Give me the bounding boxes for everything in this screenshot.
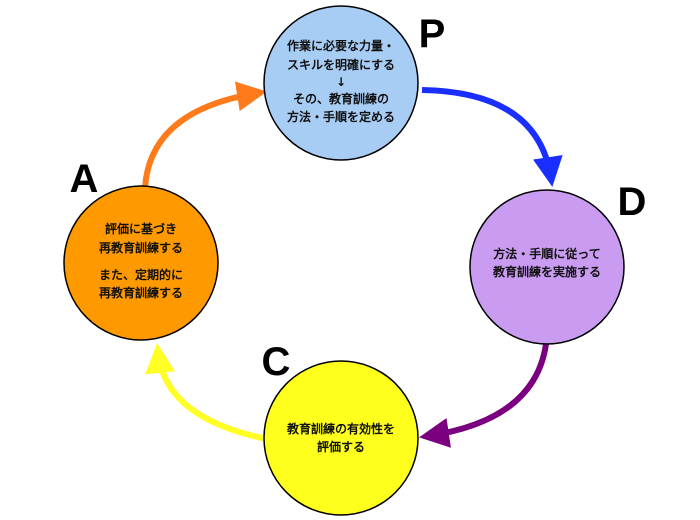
- plan-text-line: スキルを明確にする: [287, 57, 395, 72]
- act-text-line: 再教育訓練する: [99, 285, 183, 300]
- do-text-line: 教育訓練を実施する: [492, 264, 601, 279]
- check-text-line: 教育訓練の有効性を: [286, 421, 395, 436]
- check-circle: [263, 360, 419, 516]
- act-text-line: 再教育訓練する: [99, 240, 183, 255]
- do-circle: [469, 189, 625, 345]
- arrow-do-to-check: [419, 343, 549, 448]
- do-text-line: 方法・手順に従って: [493, 246, 600, 261]
- check-letter: C: [262, 340, 291, 384]
- plan-text-line: 方法・手順を定める: [287, 109, 395, 124]
- arrow-check-to-act: [145, 343, 273, 443]
- plan-text-line: ↓: [336, 75, 346, 89]
- arrow-act-to-plan: [142, 81, 267, 189]
- plan-circle: [263, 5, 419, 161]
- act-text-line: また、定期的に: [99, 267, 183, 282]
- plan-text-line: その、教育訓練の: [293, 91, 389, 106]
- plan-text-line: 作業に必要な力量・: [287, 38, 395, 53]
- plan-letter: P: [419, 12, 446, 56]
- act-letter: A: [70, 157, 99, 201]
- do-letter: D: [618, 180, 647, 224]
- act-text-line: 評価に基づき: [105, 221, 177, 236]
- check-text-line: 評価する: [317, 439, 365, 454]
- act-circle: [63, 185, 219, 341]
- arrow-plan-to-do: [421, 87, 563, 187]
